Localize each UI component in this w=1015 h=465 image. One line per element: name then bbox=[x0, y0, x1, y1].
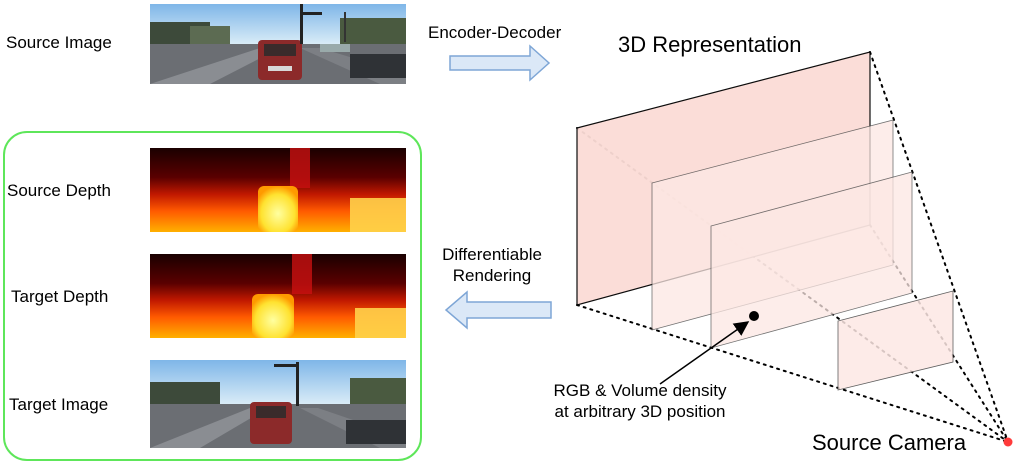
differentiable-rendering-label-1: Differentiable bbox=[442, 245, 542, 264]
target-depth-label: Target Depth bbox=[11, 287, 109, 306]
source-camera-label: Source Camera bbox=[812, 430, 967, 455]
annotation-label-1: RGB & Volume density bbox=[553, 381, 727, 400]
representation-3d-label: 3D Representation bbox=[618, 32, 802, 57]
source-image bbox=[150, 4, 406, 84]
source-image-label: Source Image bbox=[6, 33, 112, 52]
plane-4 bbox=[837, 290, 954, 391]
differentiable-rendering-label-2: Rendering bbox=[452, 266, 532, 285]
target-image-label: Target Image bbox=[9, 395, 109, 414]
source-depth-label: Source Depth bbox=[7, 181, 111, 200]
rendering-output-panel bbox=[3, 131, 422, 461]
differentiable-rendering-arrow bbox=[444, 290, 552, 330]
target-depth-map bbox=[150, 254, 406, 338]
encoder-decoder-arrow bbox=[449, 44, 551, 82]
sample-point bbox=[749, 311, 759, 321]
encoder-decoder-label: Encoder-Decoder bbox=[428, 23, 562, 42]
target-image bbox=[150, 360, 406, 448]
annotation-label-2: at arbitrary 3D position bbox=[554, 402, 726, 421]
source-depth-map bbox=[150, 148, 406, 232]
plane-3 bbox=[710, 171, 913, 349]
source-camera-point bbox=[1003, 437, 1013, 447]
annotation-arrow bbox=[659, 321, 750, 385]
